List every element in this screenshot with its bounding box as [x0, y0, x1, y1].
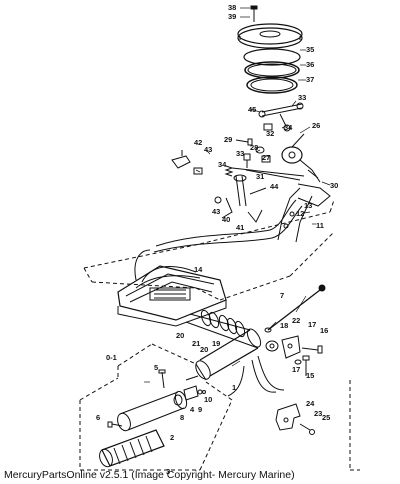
washer-28: [255, 146, 265, 154]
cable-conduit: [134, 199, 303, 281]
linkage-rod-31: [231, 167, 305, 181]
part-label-31: 31: [256, 172, 264, 181]
part-label-7: 7: [280, 291, 284, 300]
bolt-15: [302, 355, 310, 376]
part-label-39: 39: [228, 12, 236, 21]
assembly-outline-upper: [83, 199, 335, 301]
image-caption: MercuryPartsOnline v2.5.1 (Image Copyrig…: [4, 469, 295, 481]
screw-38: [250, 5, 258, 22]
part-label-8: 8: [180, 413, 184, 422]
part-label-19: 19: [212, 339, 220, 348]
nut-43: [193, 167, 203, 175]
part-label-18: 18: [280, 321, 288, 330]
screw-5: [158, 369, 166, 389]
plate-22: [281, 335, 301, 359]
part-label-11: 11: [316, 221, 324, 230]
part-label-43: 43: [204, 145, 212, 154]
bushing-32: [263, 123, 273, 131]
part-label-24: 24: [306, 399, 315, 408]
part-label-35: 35: [306, 45, 314, 54]
part-label-29: 29: [224, 135, 232, 144]
part-label-5: 5: [154, 363, 158, 372]
assembly-outline-lower: [79, 343, 360, 471]
spring-34: [224, 165, 234, 177]
parts-4-10-9-8: [173, 375, 206, 406]
part-label-40: 40: [222, 215, 230, 224]
part-label-23: 23: [314, 409, 322, 418]
grip-tube-2: [117, 390, 188, 432]
part-label-33: 33: [298, 93, 306, 102]
part-label-17: 17: [308, 320, 316, 329]
cover-plate: [237, 23, 303, 49]
bolt-33: [243, 153, 251, 168]
part-label-44: 44: [270, 182, 279, 191]
steering-arm-13: [277, 183, 331, 243]
control-body-14: [117, 265, 227, 327]
part-label-21: 21: [192, 339, 200, 348]
part-label-43: 43: [212, 207, 220, 216]
part-label-1: 1: [232, 383, 236, 392]
part-label-16: 16: [320, 326, 328, 335]
screw-6: [107, 421, 123, 428]
ring-35: [243, 48, 301, 66]
part-label-10: 10: [204, 395, 212, 404]
bracket-18: [265, 340, 279, 352]
part-label-2: 2: [170, 433, 174, 442]
part-label-38: 38: [228, 3, 236, 12]
bearing-21: [234, 320, 246, 338]
part-label-34: 34: [218, 160, 227, 169]
link-rod-45: [258, 102, 304, 118]
bracket-24-23: [275, 403, 301, 431]
ring-36: [244, 61, 300, 79]
leader-lines: [144, 7, 331, 383]
part-label-33: 33: [236, 149, 244, 158]
part-label-30: 30: [330, 181, 338, 190]
rod-7: [264, 284, 326, 333]
part-label-12: 12: [296, 209, 304, 218]
clip-27: [261, 155, 271, 163]
part-label-0-1: 0-1: [106, 353, 117, 362]
part-label-34: 34: [284, 123, 293, 132]
ring-37: [246, 76, 298, 94]
part-label-6: 6: [96, 413, 100, 422]
part-label-14: 14: [194, 265, 203, 274]
handle-grip-3: [99, 429, 165, 468]
part-label-20: 20: [200, 345, 208, 354]
part-label-22: 22: [292, 316, 300, 325]
shift-lever-assembly: [214, 174, 267, 223]
part-label-9: 9: [198, 405, 202, 414]
part-label-28: 28: [250, 143, 258, 152]
part-label-3: 3: [166, 467, 170, 476]
wire-harness: [227, 355, 285, 397]
part-label-26: 26: [312, 121, 320, 130]
rod-34: [279, 113, 291, 132]
washer-17: [294, 359, 302, 365]
part-label-17: 17: [292, 365, 300, 374]
part-label-13: 13: [304, 201, 312, 210]
part-label-37: 37: [306, 75, 314, 84]
part-label-15: 15: [306, 371, 314, 380]
part-label-45: 45: [248, 105, 256, 114]
fastener-29: [235, 138, 253, 146]
part-label-42: 42: [194, 138, 202, 147]
bolt-16: [301, 345, 323, 354]
bracket-42: [171, 150, 191, 169]
part-label-4: 4: [190, 405, 195, 414]
part-label-20: 20: [176, 331, 184, 340]
part-label-41: 41: [236, 223, 244, 232]
part-label-27: 27: [262, 153, 270, 162]
bearing-20: [200, 309, 220, 329]
part-label-32: 32: [266, 129, 274, 138]
screw-25: [299, 423, 315, 435]
throttle-lever-26: [281, 133, 321, 183]
part-label-25: 25: [322, 413, 330, 422]
part-label-36: 36: [306, 60, 314, 69]
